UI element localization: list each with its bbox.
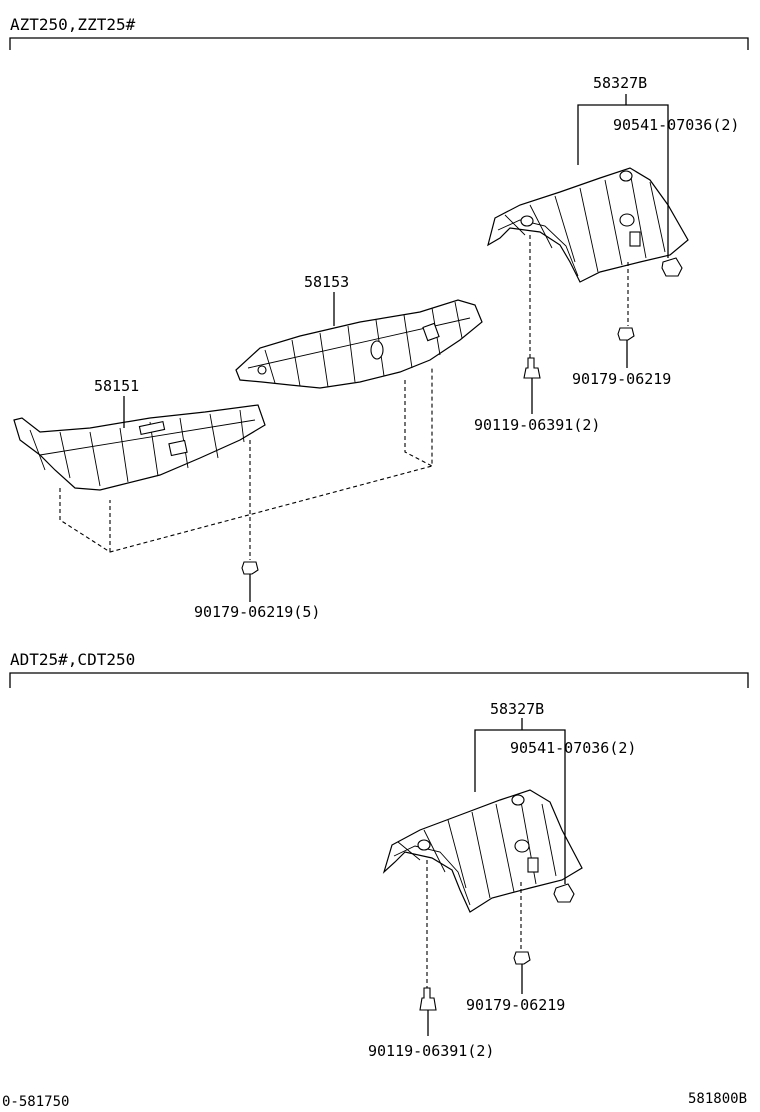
label-90119-06391: 90119-06391(2): [474, 416, 600, 434]
label-90179-06219: 90179-06219: [572, 370, 671, 388]
section-azt250-zzt25: AZT250,ZZT25#: [9, 15, 749, 621]
bolt-90119-icon: [419, 987, 437, 1011]
section-bracket: [9, 37, 749, 50]
label-58151: 58151: [94, 377, 139, 395]
label-90179-06219: 90179-06219: [466, 996, 565, 1014]
bolt-90119-icon: [523, 357, 541, 379]
bolt-90541-icon: [553, 883, 575, 903]
footer-left-code: 0-581750: [2, 1094, 69, 1110]
leader-58327b: [474, 729, 566, 884]
heat-insulator-58153: [235, 299, 483, 389]
label-58327b: 58327B: [593, 74, 647, 92]
footer-right-code: 581800B: [688, 1091, 747, 1107]
label-58153: 58153: [304, 273, 349, 291]
nut-90179-icon: [513, 951, 531, 965]
label-90119-06391: 90119-06391(2): [368, 1042, 494, 1060]
assembly-dashed-lines: [59, 368, 433, 553]
nut-90179-5-icon: [241, 561, 259, 575]
section-title: AZT250,ZZT25#: [10, 15, 136, 34]
section-adt25-cdt250: ADT25#,CDT250 58327B: [9, 650, 749, 1060]
label-90541-07036: 90541-07036(2): [510, 739, 636, 757]
heat-insulator-58327b: [382, 789, 583, 913]
nut-90179-icon: [617, 327, 635, 341]
leader-58327b: [577, 104, 669, 258]
bolt-90541-icon: [661, 257, 683, 277]
section-bracket: [9, 672, 749, 688]
section-title: ADT25#,CDT250: [10, 650, 135, 669]
heat-insulator-58151: [13, 404, 266, 491]
label-90179-06219-5: 90179-06219(5): [194, 603, 320, 621]
label-90541-07036: 90541-07036(2): [613, 116, 739, 134]
heat-insulator-58327b: [487, 167, 689, 283]
label-58327b: 58327B: [490, 700, 544, 718]
